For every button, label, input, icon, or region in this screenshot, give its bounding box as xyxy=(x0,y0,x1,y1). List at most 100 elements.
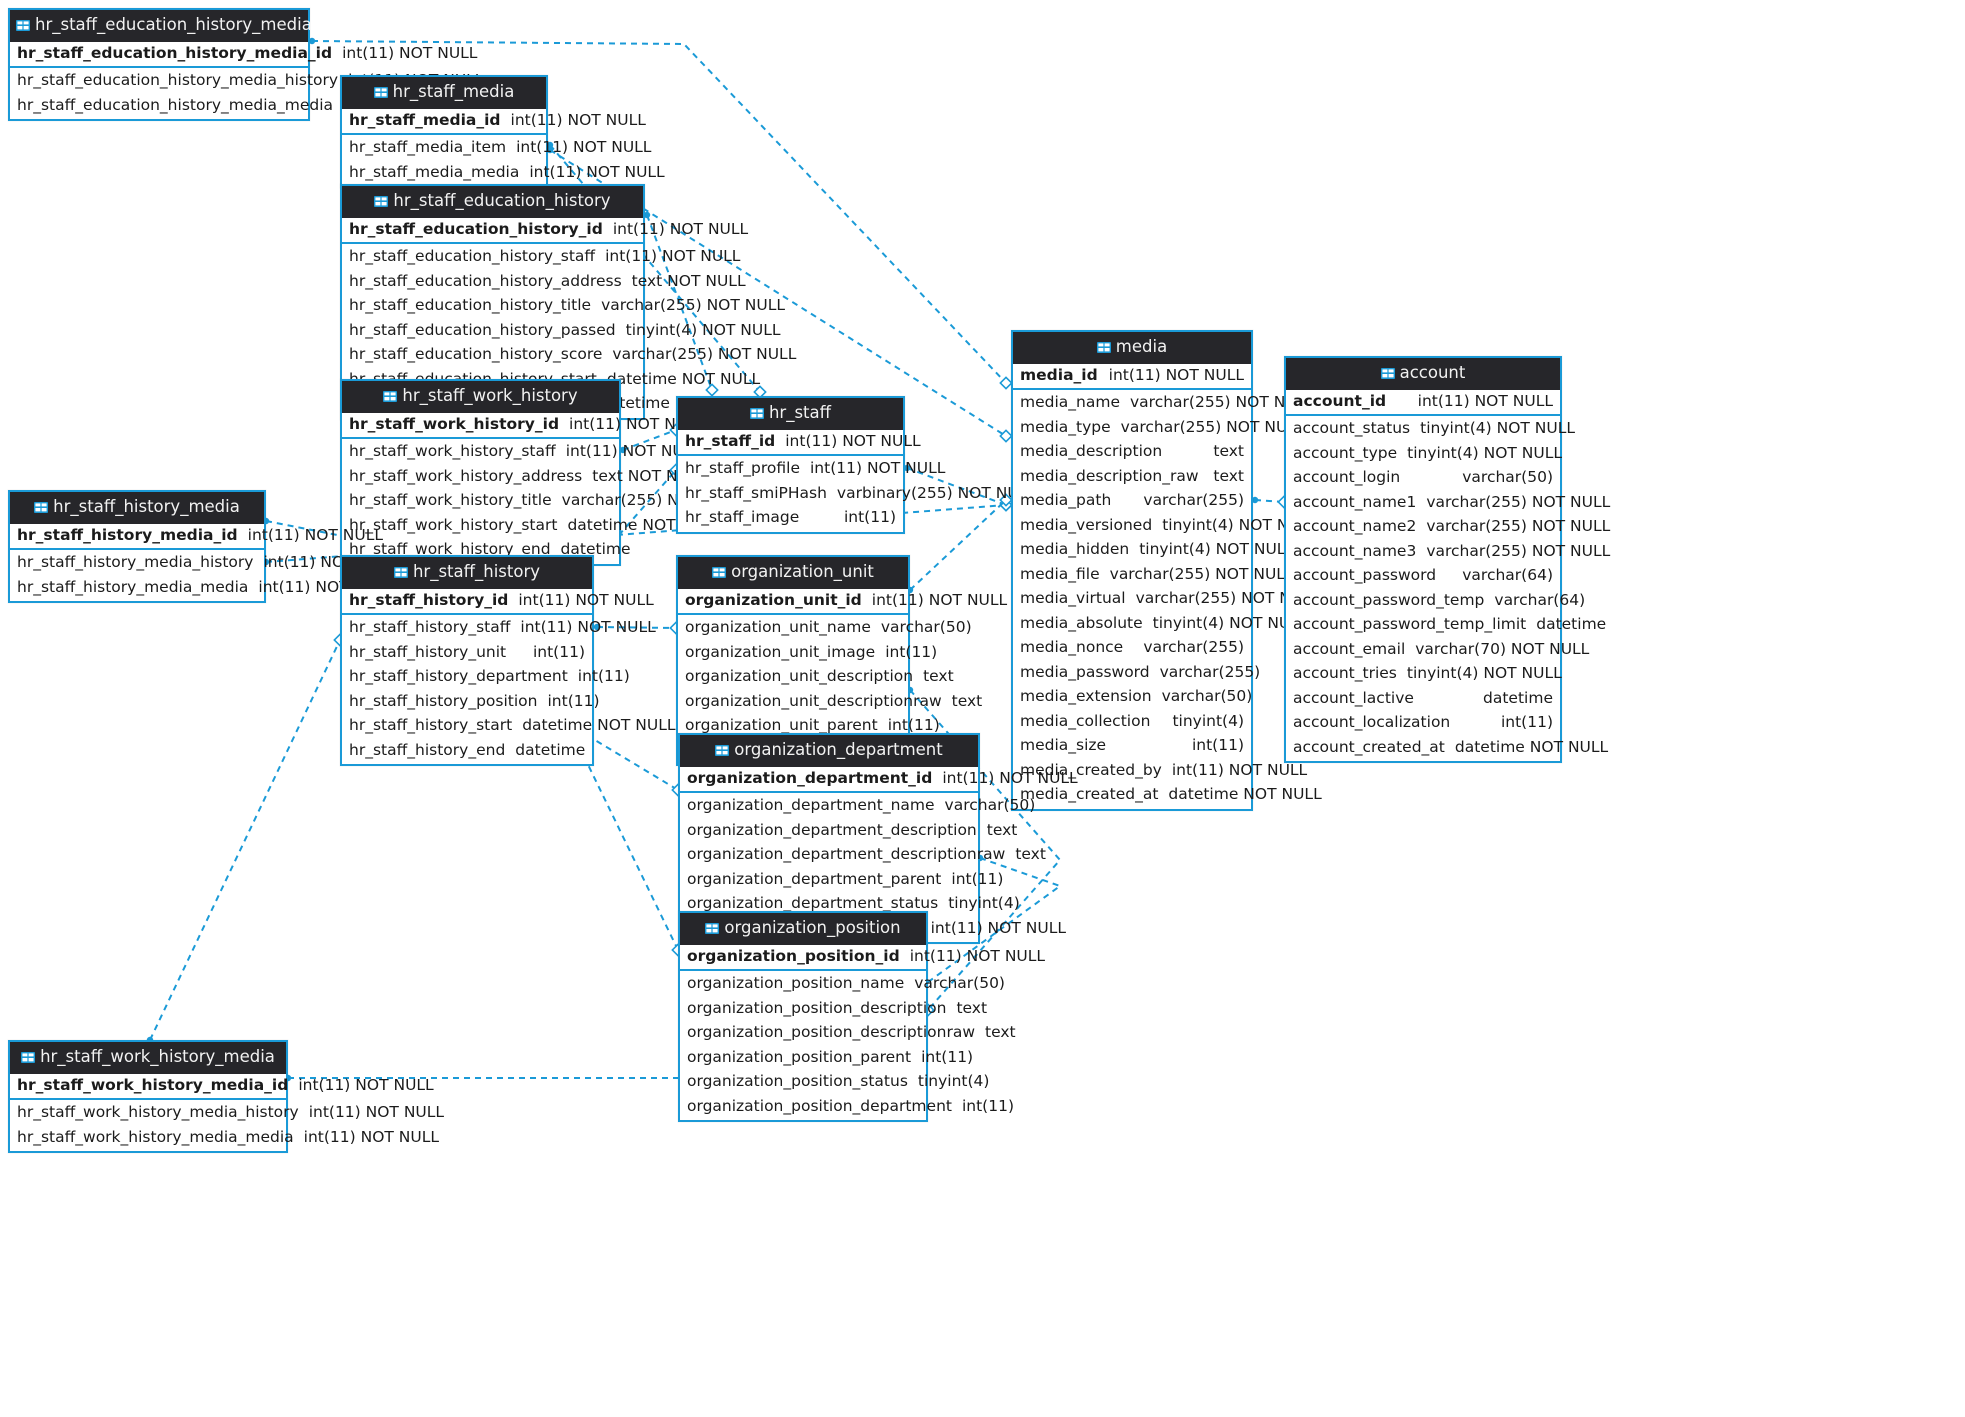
column-name: media_description xyxy=(1020,442,1163,460)
table-icon xyxy=(712,565,727,578)
column-row[interactable]: hr_staff_education_history_media_history… xyxy=(10,69,483,94)
column-row[interactable]: hr_staff_education_history_media_mediain… xyxy=(10,94,478,119)
